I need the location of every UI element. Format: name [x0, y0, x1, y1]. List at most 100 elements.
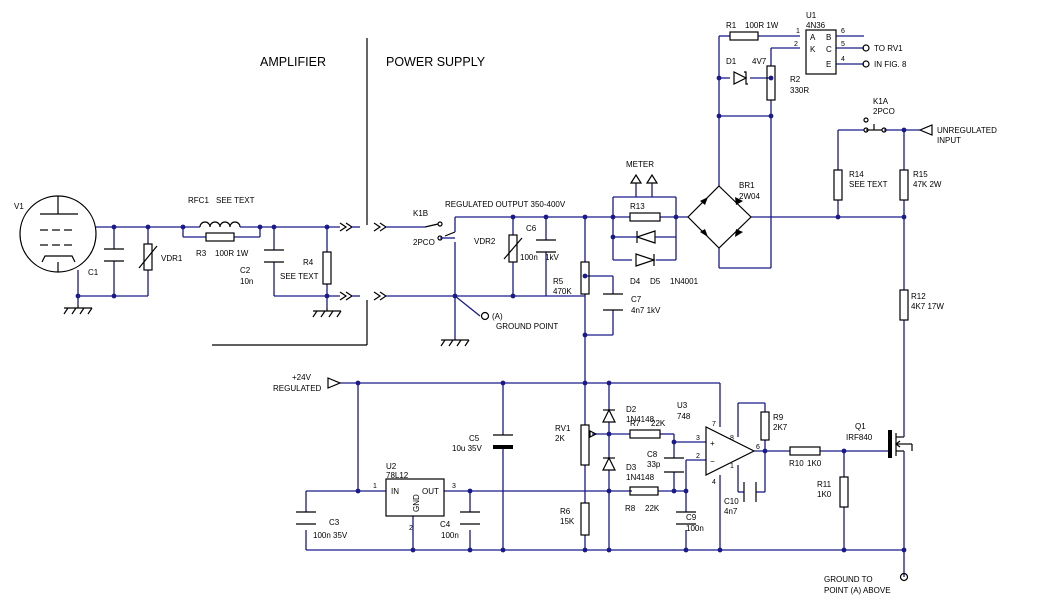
c2-value: 10n: [240, 277, 253, 286]
section-divider: [212, 38, 368, 346]
r11-value: 1K0: [817, 490, 832, 499]
control-wiring: [305, 382, 905, 577]
d1-value: 4V7: [752, 57, 767, 66]
opamp-pin-2: 2: [696, 453, 700, 460]
ground-symbol: [440, 339, 470, 347]
d3-value: 1N4148: [626, 473, 655, 482]
r15-value: 47K 2W: [913, 180, 942, 189]
mosfet-q1: [888, 425, 913, 458]
u2-in-label: IN: [391, 487, 399, 496]
c9-value: 100n: [686, 524, 704, 533]
connector-chevrons: [339, 222, 388, 301]
r12-value: 4K7 17W: [911, 302, 944, 311]
c5-value: 10u 35V: [452, 444, 482, 453]
r2-label: R2: [790, 75, 801, 84]
capacitor-c3: [296, 511, 316, 525]
r6-label: R6: [560, 507, 571, 516]
r8-label: R8: [625, 504, 636, 513]
resistor-r11: [839, 476, 849, 508]
u1-pin-num-6: 6: [841, 28, 845, 35]
r4-see-text: SEE TEXT: [280, 272, 319, 281]
opamp-pin-6: 6: [756, 444, 760, 451]
plus24-label: +24V: [292, 373, 312, 382]
regulated-label: REGULATED: [273, 384, 322, 393]
u2-out-label: OUT: [422, 487, 439, 496]
c6-value-1: 100n: [520, 253, 538, 262]
k1a-value: 2PCO: [873, 107, 895, 116]
d1-label: D1: [726, 57, 737, 66]
opamp-pin-3: 3: [696, 435, 700, 442]
r12-label: R12: [911, 292, 926, 301]
u2-value: 78L12: [386, 471, 409, 480]
q1-label: Q1: [855, 422, 866, 431]
q1-value: IRF840: [846, 433, 873, 442]
resistor-r1: [729, 31, 759, 41]
u1-pin-b: B: [826, 33, 831, 42]
d2-value: 1N4148: [626, 415, 655, 424]
c5-label: C5: [469, 434, 480, 443]
amp-wiring: [77, 226, 340, 308]
capacitor-c2: [264, 249, 284, 263]
bridge-rectifier-br1: [687, 185, 752, 249]
r8-value: 22K: [645, 504, 660, 513]
u1-pin-num-4: 4: [841, 56, 845, 63]
point-a-above-label: POINT (A) ABOVE: [824, 586, 891, 595]
diode-d5: [635, 253, 656, 267]
r3-value: 100R 1W: [215, 249, 249, 258]
input-label: INPUT: [937, 136, 961, 145]
resistor-r10: [789, 446, 821, 456]
d4-label: D4: [630, 277, 641, 286]
opamp-pin-8: 8: [730, 435, 734, 442]
opamp-pin-1: 1: [730, 463, 734, 470]
vdr1-label: VDR1: [161, 254, 183, 263]
r10-value: 1K0: [807, 459, 822, 468]
u1-label: U1: [806, 11, 817, 20]
capacitor-c10: [743, 482, 757, 502]
unregulated-input-arrow: [918, 124, 933, 136]
r4-label: R4: [303, 258, 314, 267]
opamp-pin-7: 7: [712, 421, 716, 428]
ground-symbol: [63, 305, 93, 315]
r14-see-text: SEE TEXT: [849, 180, 888, 189]
opamp-minus: −: [710, 457, 715, 466]
rfc1-see-text: SEE TEXT: [216, 196, 255, 205]
r5-label: R5: [553, 277, 564, 286]
ps-wiring: [386, 35, 920, 425]
u1-pin-num-5: 5: [841, 41, 845, 48]
r11-label: R11: [817, 480, 832, 489]
c4-value: 100n: [441, 531, 459, 540]
u2-pin-1: 1: [373, 483, 377, 490]
c10-value: 4n7: [724, 507, 738, 516]
u1-pin-k: K: [810, 45, 816, 54]
rfc1-label: RFC1: [188, 196, 209, 205]
capacitor-c8: [664, 457, 684, 473]
control-junctions: [355, 380, 907, 553]
resistor-r15: [899, 169, 909, 201]
resistor-r5: [580, 261, 590, 295]
r5-value: 470K: [553, 287, 572, 296]
k1b-value: 2PCO: [413, 238, 435, 247]
c7-label: C7: [631, 295, 642, 304]
c7-value: 4n7 1kV: [631, 306, 661, 315]
resistor-r4: [322, 251, 332, 285]
switch-k1b: [424, 221, 456, 241]
capacitor-c9: [676, 511, 696, 525]
rv1-label: RV1: [555, 424, 571, 433]
resistor-r9: [760, 411, 770, 441]
r7-label: R7: [630, 419, 641, 428]
plus24-input-arrow: [327, 377, 342, 389]
varistor-vdr1: [138, 243, 158, 271]
meter-terminals: [629, 173, 659, 184]
c3-label: C3: [329, 518, 340, 527]
diode-d4: [632, 230, 656, 244]
ground-return-terminal: [899, 572, 909, 582]
switch-k1a: [863, 117, 887, 133]
resistor-r8: [629, 486, 659, 496]
d3-label: D3: [626, 463, 637, 472]
inductor-rfc1: [183, 221, 260, 228]
c6-value-2: 1kV: [545, 253, 559, 262]
tube-v1: [19, 195, 97, 273]
capacitor-c6: [536, 239, 556, 253]
zener-d1: [733, 71, 748, 85]
